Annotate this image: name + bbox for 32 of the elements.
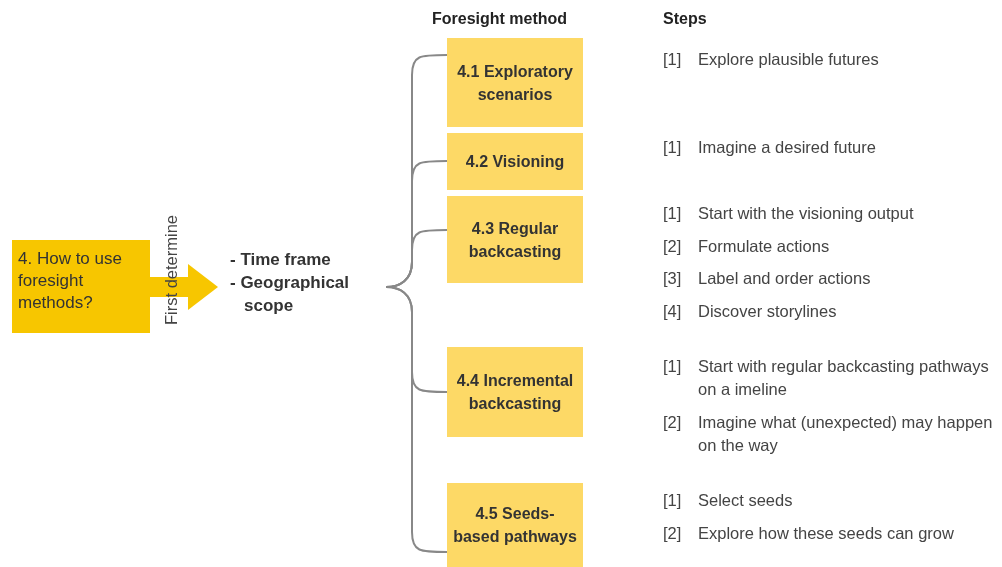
step-number: [4]: [663, 301, 682, 322]
method-box: 4.1 Exploratory scenarios: [447, 38, 583, 127]
edge-label: First determine: [161, 215, 181, 326]
column-header: Steps: [663, 10, 707, 28]
step-text: Imagine a desired future: [698, 137, 877, 158]
question-box: 4. How to use foresight methods?: [12, 240, 150, 333]
step-number: [1]: [663, 49, 682, 70]
step-number: [1]: [663, 137, 682, 158]
step-text: Select seeds: [698, 490, 794, 511]
list-item: - Geographical scope: [230, 272, 351, 317]
step-text: Discover storylines: [698, 301, 838, 322]
arrow: [150, 264, 218, 310]
method-box: 4.5 Seeds-based pathways: [447, 483, 583, 567]
bracket-connector: [385, 286, 448, 553]
step-text: Explore plausible futures: [698, 49, 880, 70]
step-number: [3]: [663, 268, 682, 289]
step-text: Label and order actions: [698, 268, 872, 289]
step-text: Start with the visioning output: [698, 203, 915, 224]
step-text: Formulate actions: [698, 236, 831, 257]
list-item: - Time frame: [230, 249, 332, 271]
method-box: 4.2 Visioning: [447, 133, 583, 190]
method-box: 4.4 Incremental backcasting: [447, 347, 583, 437]
method-box: 4.3 Regular backcasting: [447, 196, 583, 283]
step-number: [2]: [663, 412, 682, 433]
step-number: [1]: [663, 490, 682, 511]
step-text: Explore how these seeds can grow: [698, 523, 955, 544]
step-text: Imagine what (unexpected) may happen on the way: [698, 412, 994, 456]
step-number: [2]: [663, 236, 682, 257]
step-text: Start with regular backcasting pathways on a imeline: [698, 356, 990, 400]
step-number: [1]: [663, 356, 682, 377]
step-number: [2]: [663, 523, 682, 544]
step-number: [1]: [663, 203, 682, 224]
